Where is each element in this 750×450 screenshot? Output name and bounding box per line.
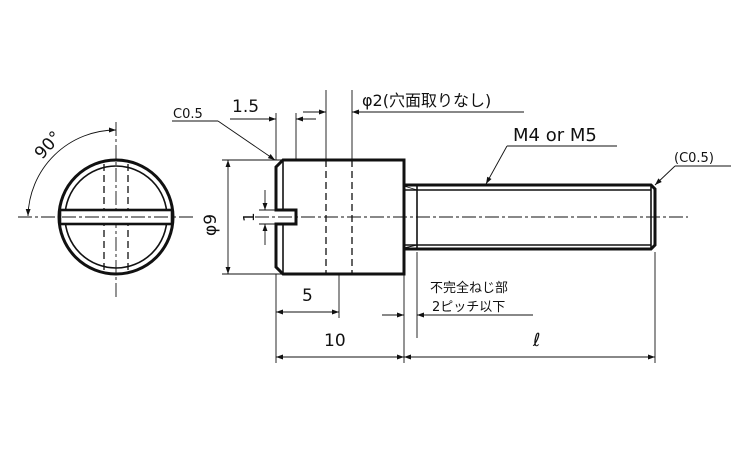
slot-depth-label: 1.5: [232, 97, 259, 117]
thread-label: M4 or M5: [513, 125, 597, 146]
angle-label: 90°: [31, 128, 66, 164]
slot-width-label: 1: [240, 212, 258, 222]
end-view: 90°: [18, 122, 195, 298]
hole-position-label: 5: [302, 286, 313, 306]
dimensions: C0.5 1.5 φ2(穴面取りなし) M4 or M5 (C0.5) φ9 1…: [172, 91, 731, 360]
chamfer-end-label: (C0.5): [674, 151, 714, 166]
head-length-label: 10: [324, 331, 346, 351]
incomplete-thread-line1: 不完全ねじ部: [430, 280, 508, 296]
shank-length-label: ℓ: [532, 330, 540, 351]
head-diameter-label: φ9: [201, 214, 221, 236]
chamfer-head-label: C0.5: [173, 107, 203, 122]
incomplete-thread-line2: 2ピッチ以下: [432, 300, 505, 315]
hole-label: φ2(穴面取りなし): [362, 91, 491, 110]
screw-shank: [255, 183, 688, 251]
